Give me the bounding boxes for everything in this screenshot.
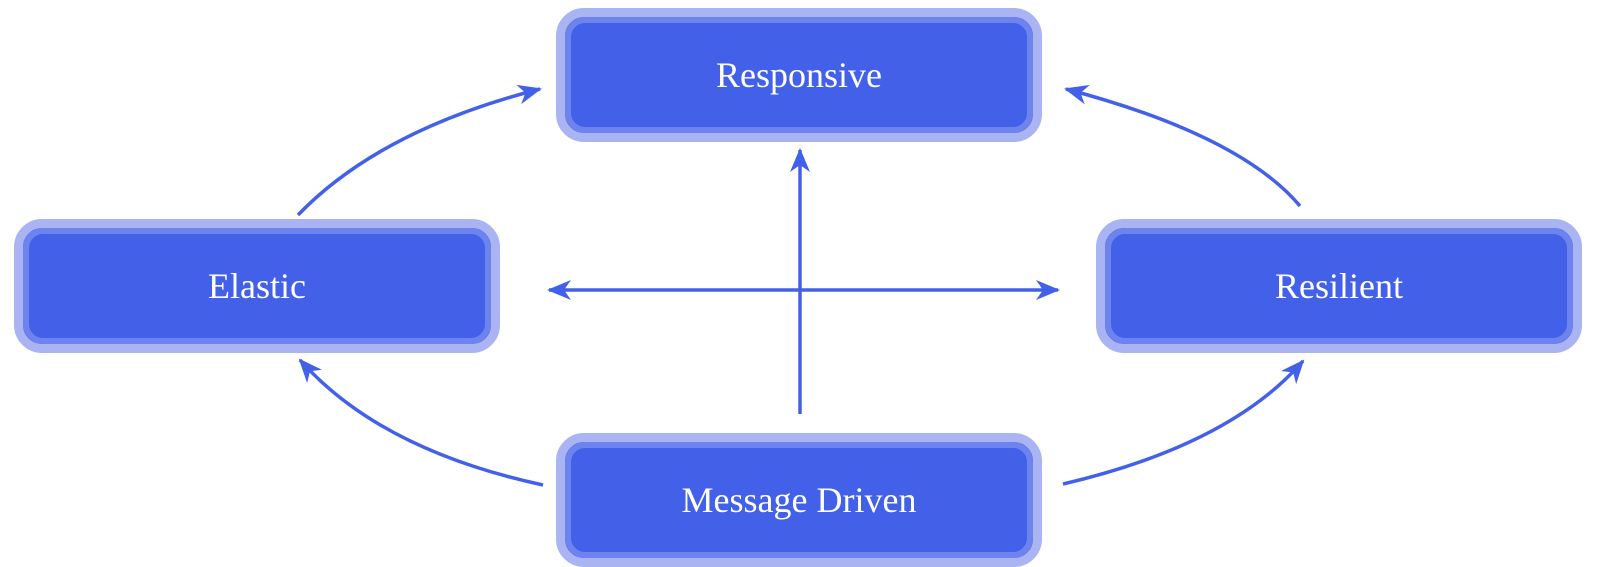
node-message-driven: Message Driven xyxy=(556,433,1042,567)
edge-resilient-to-responsive xyxy=(1064,84,1302,208)
edge-elastic-to-responsive xyxy=(296,84,542,217)
node-message-driven-label: Message Driven xyxy=(681,480,917,520)
node-responsive-label: Responsive xyxy=(716,55,882,95)
node-elastic: Elastic xyxy=(14,219,500,353)
node-resilient: Resilient xyxy=(1096,219,1582,353)
edge-message-to-resilient xyxy=(1062,359,1305,486)
node-elastic-label: Elastic xyxy=(208,266,306,306)
edge-message-to-elastic xyxy=(298,358,544,487)
node-responsive: Responsive xyxy=(556,8,1042,142)
node-resilient-label: Resilient xyxy=(1275,266,1403,306)
